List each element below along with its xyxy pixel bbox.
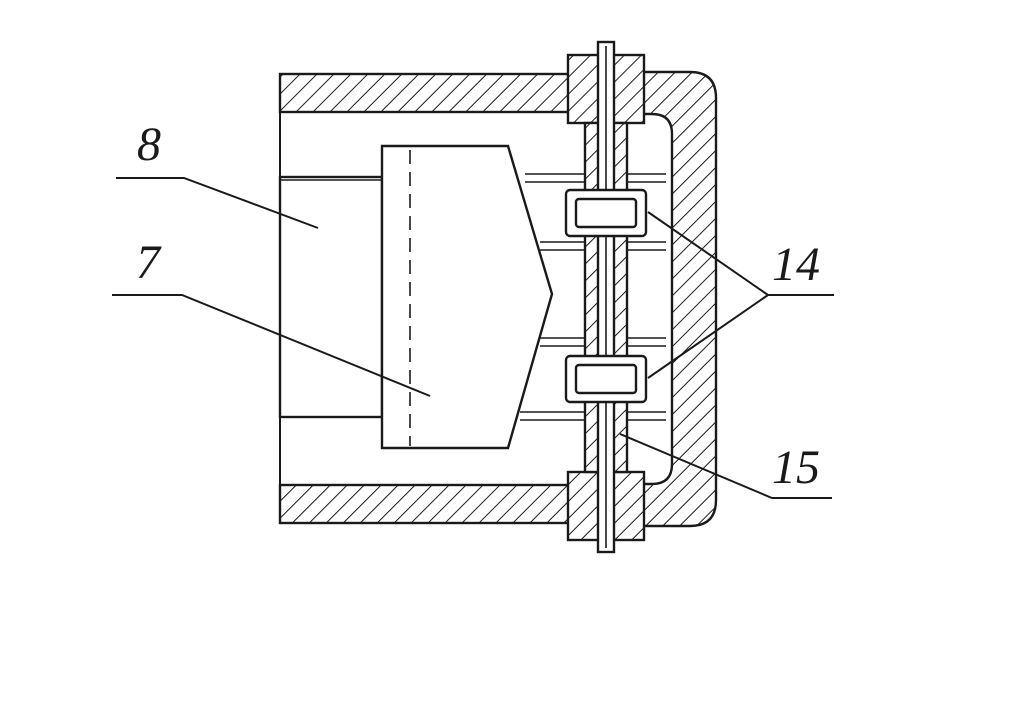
label-15: 15 bbox=[772, 441, 820, 494]
leader-line-7 bbox=[112, 294, 431, 397]
leader-line-15 bbox=[619, 433, 832, 499]
slider-14-lower-inner bbox=[574, 363, 638, 395]
label-7: 7 bbox=[136, 236, 162, 289]
part-7 bbox=[380, 144, 554, 450]
label-14: 14 bbox=[772, 238, 820, 291]
housing-top-wall bbox=[278, 72, 580, 114]
label-8: 8 bbox=[137, 118, 161, 171]
leader-line-8 bbox=[116, 177, 319, 229]
housing-bottom-wall bbox=[278, 483, 580, 525]
leader-line-14-branch bbox=[647, 294, 769, 379]
slider-14-upper-inner bbox=[574, 197, 638, 229]
shaft-8 bbox=[278, 175, 384, 419]
